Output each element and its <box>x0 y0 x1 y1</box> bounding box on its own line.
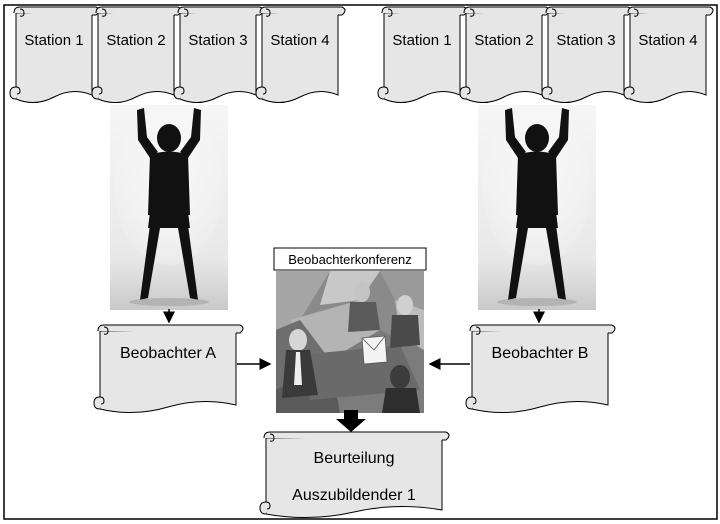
station-label-left-3: Station 3 <box>188 32 247 49</box>
assessment-line1: Beurteilung <box>314 450 395 467</box>
scroll-curl <box>387 8 393 17</box>
scroll-curl <box>633 8 639 17</box>
station-scroll-left-3: Station 3 <box>173 6 264 103</box>
scroll-curl <box>101 8 107 17</box>
station-group-right: Station 1 Station 2 Station 3 Station 4 <box>377 6 714 103</box>
scroll-body <box>265 437 443 519</box>
station-scroll-right-1: Station 1 <box>377 6 468 103</box>
assessment-line2: Auszubildender 1 <box>292 487 416 504</box>
scroll-bottom-curl <box>173 86 185 100</box>
scroll-bottom-curl <box>93 396 105 410</box>
outer-frame <box>3 4 718 520</box>
observer-a-silhouette <box>110 105 228 310</box>
scroll-top-roll <box>263 431 450 441</box>
scroll-curl <box>269 433 275 442</box>
scroll-bottom-curl <box>541 86 553 100</box>
station-scroll-left-2: Station 2 <box>91 6 182 103</box>
scroll-bottom-curl <box>459 86 471 100</box>
scroll-bottom-curl <box>465 396 477 410</box>
station-label-left-2: Station 2 <box>106 32 165 49</box>
observer-b-scroll: Beobachter B <box>465 324 616 414</box>
scroll-bottom-curl <box>255 86 267 100</box>
scroll-curl <box>469 8 475 17</box>
station-group-left: Station 1 Station 2 Station 3 Station 4 <box>9 6 346 103</box>
station-label-right-4: Station 4 <box>638 32 697 49</box>
conference-label: Beobachterkonferenz <box>288 252 412 267</box>
station-label-right-3: Station 3 <box>556 32 615 49</box>
scroll-body <box>547 12 625 103</box>
conference-label-box <box>273 247 427 271</box>
conference-picture <box>276 271 424 413</box>
scroll-body <box>629 12 707 103</box>
station-scroll-right-2: Station 2 <box>459 6 550 103</box>
scroll-body <box>471 330 609 414</box>
station-scroll-right-4: Station 4 <box>623 6 714 103</box>
observer-b-label: Beobachter B <box>492 345 589 362</box>
scroll-bottom-curl <box>9 86 21 100</box>
station-label-right-1: Station 1 <box>392 32 451 49</box>
scroll-top-roll <box>469 324 616 334</box>
arrow-conference-to-assessment <box>336 410 366 432</box>
station-scroll-right-3: Station 3 <box>541 6 632 103</box>
scroll-top-roll <box>97 324 244 334</box>
scroll-top-roll <box>627 6 714 16</box>
scroll-body <box>383 12 461 103</box>
scroll-bottom-curl <box>91 86 103 100</box>
scroll-bottom-curl <box>377 86 389 100</box>
scroll-body <box>99 330 237 414</box>
scroll-body <box>261 12 339 103</box>
station-label-right-2: Station 2 <box>474 32 533 49</box>
scroll-body <box>465 12 543 103</box>
observer-a-scroll: Beobachter A <box>93 324 244 414</box>
scroll-curl <box>103 326 109 335</box>
scroll-body <box>97 12 175 103</box>
station-scroll-left-1: Station 1 <box>9 6 100 103</box>
station-label-left-1: Station 1 <box>24 32 83 49</box>
scroll-curl <box>551 8 557 17</box>
scroll-top-roll <box>259 6 346 16</box>
scroll-curl <box>183 8 189 17</box>
scroll-body <box>179 12 257 103</box>
scroll-bottom-curl <box>259 501 271 515</box>
observer-a-label: Beobachter A <box>120 345 216 362</box>
scroll-curl <box>19 8 25 17</box>
scroll-curl <box>265 8 271 17</box>
scroll-bottom-curl <box>623 86 635 100</box>
scroll-curl <box>475 326 481 335</box>
observer-b-silhouette <box>478 105 596 310</box>
scroll-body <box>15 12 93 103</box>
station-label-left-4: Station 4 <box>270 32 329 49</box>
station-scroll-left-4: Station 4 <box>255 6 346 103</box>
